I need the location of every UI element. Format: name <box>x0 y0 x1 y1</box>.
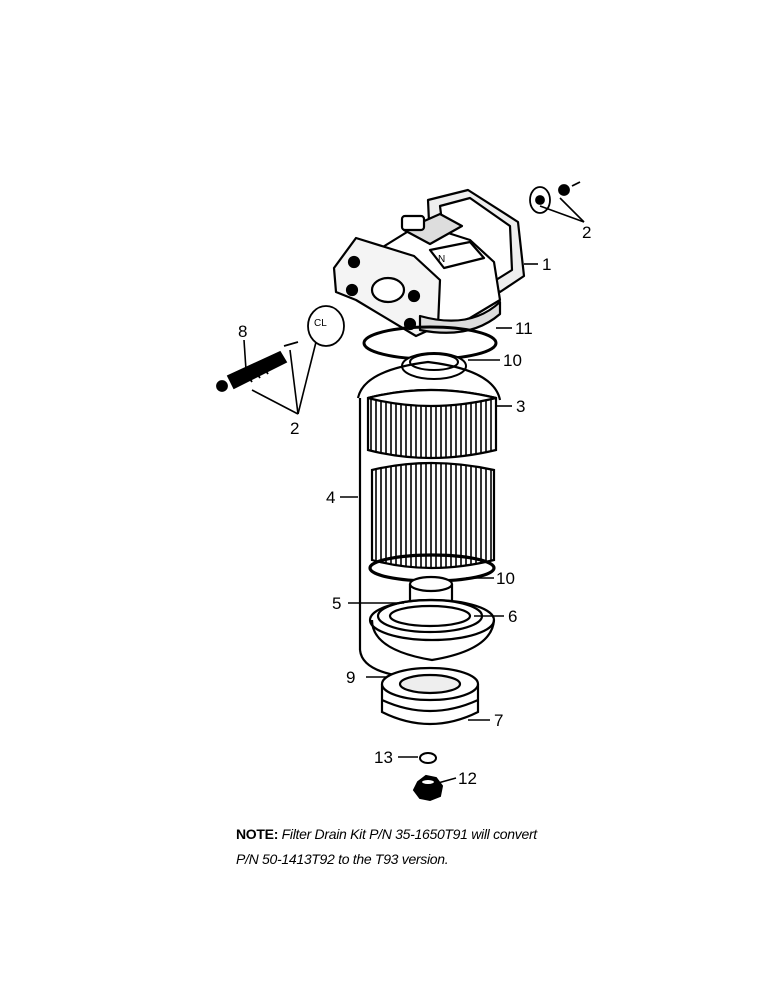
callout-10-lower: 10 <box>496 569 515 588</box>
plug-and-washer <box>529 181 581 214</box>
callout-1: 1 <box>542 255 551 274</box>
note-lead: NOTE: <box>236 826 279 842</box>
svg-text:N: N <box>438 254 445 265</box>
seal-10-top <box>401 352 467 380</box>
callout-5: 5 <box>332 594 341 613</box>
callout-2-lower: 2 <box>290 419 299 438</box>
callout-9: 9 <box>346 668 355 687</box>
callout-6: 6 <box>508 607 517 626</box>
callout-10-upper: 10 <box>503 351 522 370</box>
callout-7: 7 <box>494 711 503 730</box>
filter-element <box>366 388 498 570</box>
note-text: NOTE: Filter Drain Kit P/N 35-1650T91 wi… <box>236 822 656 872</box>
center-tube-and-seal <box>368 575 496 662</box>
drain-valve-assembly: CL <box>216 305 345 392</box>
filter-head: N <box>332 188 526 338</box>
bottom-cap <box>380 666 480 726</box>
note-line-2: P/N 50-1413T92 to the T93 version. <box>236 851 449 867</box>
callout-3: 3 <box>516 397 525 416</box>
drain-plug-parts <box>412 752 444 802</box>
note-line-1: NOTE: Filter Drain Kit P/N 35-1650T91 wi… <box>236 822 656 847</box>
note-line-1-text: Filter Drain Kit P/N 35-1650T91 will con… <box>281 826 538 842</box>
callout-2-upper: 2 <box>582 223 591 242</box>
callout-labels: 1 2 2 3 4 5 6 7 8 9 10 10 11 12 13 <box>238 223 591 788</box>
callout-8: 8 <box>238 322 247 341</box>
callout-11: 11 <box>515 319 533 338</box>
callout-12: 12 <box>458 769 477 788</box>
svg-text:CL: CL <box>314 318 327 329</box>
callout-13: 13 <box>374 748 393 767</box>
leader-lines <box>243 197 585 784</box>
callout-4: 4 <box>326 488 335 507</box>
